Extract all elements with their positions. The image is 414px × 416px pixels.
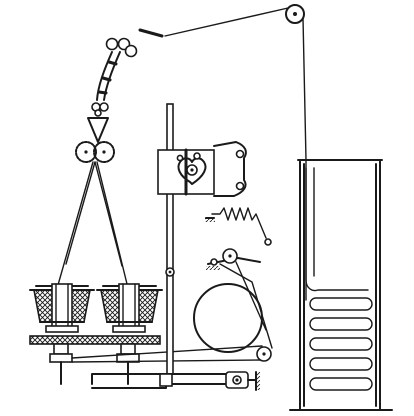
curved-yarn-guide [96,51,121,101]
left-spool [29,283,95,333]
cord-to-guides [164,7,289,37]
large-drum [193,283,263,353]
heart-cam [176,152,207,185]
spindle-rail [29,335,161,345]
spindles [49,343,140,373]
funnel [87,117,109,143]
top-pulley [285,4,305,24]
small-pulley [256,346,272,362]
spring [205,207,272,246]
guide-rollers [105,37,138,58]
drafting-rollers [75,141,115,163]
top-guide-bar [138,28,164,38]
small-rollers [91,102,109,117]
right-spool [96,283,163,333]
yarn-threads [57,161,129,289]
tank-coil [305,167,373,391]
tank [289,159,393,411]
lever-arm [206,248,273,349]
bottom-linkage [91,371,260,391]
heart-cam-housing [157,141,247,197]
vertical-rod [165,103,175,375]
spindle-drop-rods [60,371,129,385]
